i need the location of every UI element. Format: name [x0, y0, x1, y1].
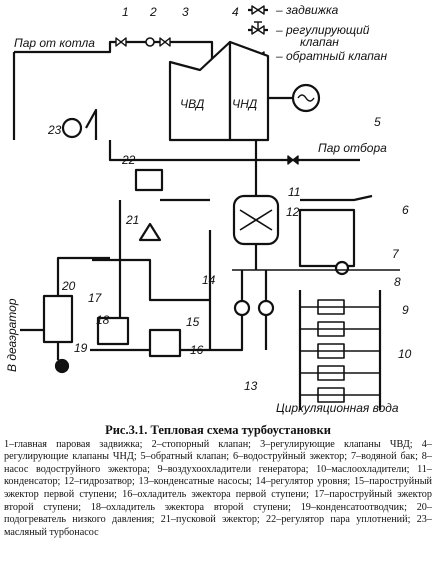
legend-control-valve-label-2: клапан	[300, 35, 339, 49]
to-deaerator-label: В деаэратор	[5, 298, 19, 372]
callout-9: 9	[402, 303, 409, 317]
callout-23: 23	[47, 123, 62, 137]
callout-8: 8	[394, 275, 401, 289]
ejector-cooler-18	[96, 316, 130, 346]
callout-3: 3	[182, 5, 189, 19]
valve-2-icon	[145, 37, 155, 47]
ejector-cooler-16	[148, 328, 182, 358]
legend-check-valve-label: – обратный клапан	[275, 49, 387, 63]
hp-label: ЧВД	[180, 97, 205, 111]
ejector-piping	[92, 198, 212, 350]
legend-control-valve-label-1: – регулирующий	[275, 23, 370, 37]
trap-19-icon	[54, 358, 70, 374]
start-ejector-21	[138, 222, 162, 242]
condenser-11	[232, 140, 280, 246]
valve-5-icon	[287, 155, 299, 165]
figure-caption: Рис.3.1. Тепловая схема турбоустановки 1…	[4, 424, 432, 539]
extraction-steam-line	[108, 140, 360, 162]
steam-from-boiler-label: Пар от котла	[14, 36, 95, 50]
callout-12: 12	[286, 205, 300, 219]
legend-control-valve-icon	[248, 21, 268, 35]
callout-22: 22	[121, 153, 136, 167]
lp-cylinder	[228, 40, 270, 142]
callout-19: 19	[74, 341, 88, 355]
caption-title: Рис.3.1. Тепловая схема турбоустановки	[105, 423, 331, 437]
thermal-scheme-diagram: – задвижка – регулирующий клапан – обрат…	[5, 3, 412, 415]
extraction-steam-label: Пар отбора	[318, 141, 387, 155]
valve-3-icon	[159, 37, 171, 47]
callout-13: 13	[244, 379, 258, 393]
lp-heater-20	[42, 294, 74, 344]
callout-20: 20	[61, 279, 76, 293]
callout-16: 16	[190, 343, 204, 357]
callout-17: 17	[88, 291, 103, 305]
caption-text: 1–главная паровая задвижка; 2–стопорный …	[4, 438, 432, 538]
callout-4: 4	[232, 5, 239, 19]
callout-21: 21	[125, 213, 139, 227]
condensate-pump-13a-icon	[233, 299, 251, 317]
condensate-pump-13b-icon	[257, 299, 275, 317]
callout-7: 7	[392, 247, 400, 261]
legend-gate-valve-label: – задвижка	[275, 3, 339, 17]
callout-14: 14	[202, 273, 216, 287]
callout-11: 11	[288, 185, 300, 199]
oil-turbopump-23-icon	[61, 117, 83, 139]
cooling-water-label: Циркуляционная вода	[276, 401, 399, 415]
lp-label: ЧНД	[232, 97, 258, 111]
pump-8-icon	[334, 260, 350, 276]
hp-cylinder	[168, 40, 232, 142]
callout-15: 15	[186, 315, 200, 329]
main-steam-line	[14, 40, 214, 62]
gland-regulator-22	[134, 168, 164, 192]
callout-2: 2	[149, 5, 157, 19]
cooling-water-manifold	[298, 290, 382, 410]
callout-5: 5	[374, 115, 381, 129]
water-tank-7	[298, 208, 356, 268]
valve-1-icon	[115, 37, 127, 47]
legend-gate-valve-icon	[248, 5, 268, 15]
callout-10: 10	[398, 347, 412, 361]
callout-1: 1	[122, 5, 129, 19]
callout-6: 6	[402, 203, 409, 217]
callout-18: 18	[96, 313, 110, 327]
